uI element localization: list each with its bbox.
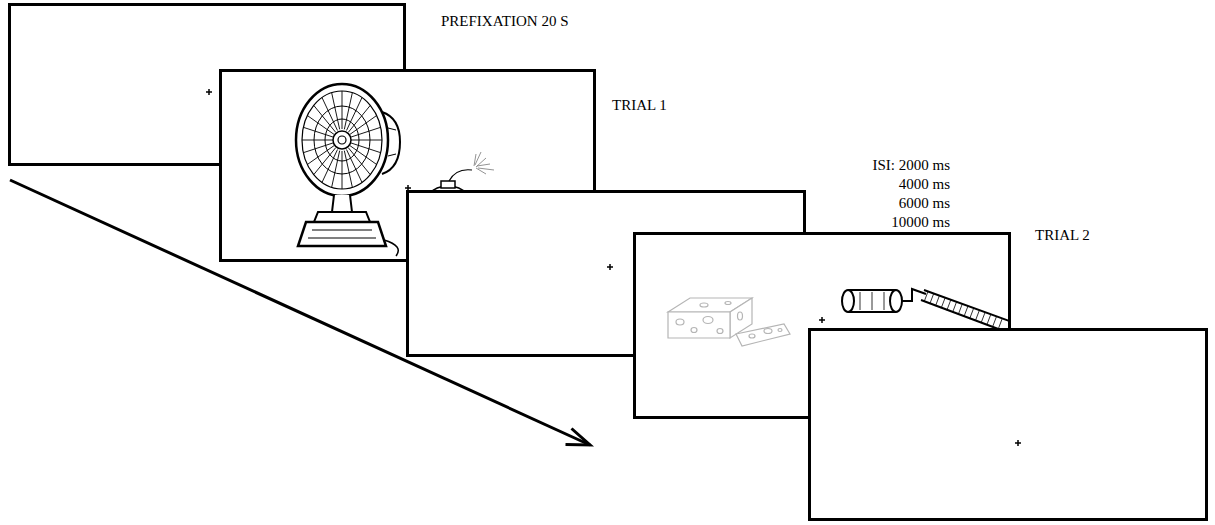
fan-picture-part-part [351,127,381,137]
fan-picture-part-part [342,91,343,129]
roller-picture-part [860,292,884,310]
fan-picture-part-part [307,146,334,165]
fixation-cross [819,317,825,323]
fixation-cross [206,89,212,95]
fan-picture-part-part [332,151,340,188]
fixation-cross [1015,440,1021,446]
fixation-cross-part [821,317,823,323]
fan-picture [296,84,400,256]
bomb-picture-part [449,170,472,181]
fan-picture-part-part [344,151,352,188]
fan-picture-part [314,212,370,222]
fixation-cross-part [609,264,611,270]
fan-picture-part-part [350,116,377,135]
roller-picture-part-part [964,306,968,317]
blank-screen [808,328,1208,521]
fixation-screen-art [811,331,1205,518]
cheese-picture-part [700,303,708,307]
roller-picture-part-part [987,314,991,325]
cheese-picture-part [725,302,731,305]
fixation-cross-part [208,89,210,95]
cheese-picture-part [668,312,730,338]
cheese-picture-part [717,329,723,334]
fan-picture-part [308,230,376,238]
cheese-picture [668,298,790,346]
fixation-cross [607,264,613,270]
roller-picture-part-part [935,296,939,307]
roller-picture-part-part [993,316,997,327]
cheese-picture-part [778,329,782,332]
roller-picture-part-part [981,312,985,323]
fan-picture-part [333,131,351,149]
cheese-picture-part [749,334,755,338]
roller-picture-part [921,290,1008,333]
fan-picture-part [302,91,382,189]
roller-picture [842,289,1008,333]
roller-picture-part-part [924,292,928,303]
fan-picture-part-part [332,93,340,130]
roller-picture-part [890,290,902,312]
cheese-picture-part [738,312,743,320]
cheese-picture-part [736,324,790,346]
fan-picture-part [338,136,346,144]
bomb-picture-part [441,181,455,188]
roller-picture-part-part [930,294,934,305]
screen-label: PREFIXATION 20 S [441,12,569,31]
cheese-picture-part [676,319,684,325]
fan-picture-part-part [351,143,381,153]
fan-picture-part-part [344,93,352,130]
roller-picture-part-part [975,310,979,321]
roller-picture-part [902,289,926,301]
roller-picture-part-part [970,308,974,319]
timeline-head [566,429,591,446]
fan-picture-part [384,240,398,256]
fan-picture-part-part [351,140,382,141]
roller-picture-part-part [958,304,962,315]
roller-picture-part [924,292,1002,329]
fan-picture-part [296,84,388,196]
roller-picture-part [848,290,896,312]
fan-picture-part-part [302,140,333,141]
screen-label: TRIAL 1 [612,96,667,115]
fan-picture-part-part [342,151,343,189]
screen-label: TRIAL 2 [1035,226,1090,245]
fixation-cross-part [1017,440,1019,446]
fan-picture-part [302,91,382,189]
roller-picture-part-part [947,300,951,311]
fan-picture-part-part [303,143,333,153]
fan-picture-part-part [303,127,333,137]
cheese-picture-part [691,328,697,333]
roller-picture-part-part [953,302,957,313]
fan-picture-part-part [347,150,363,183]
fan-picture-part [332,195,352,212]
fan-picture-part [298,222,386,246]
roller-picture-part [842,290,854,312]
fan-picture-part-part [322,98,338,131]
bomb-picture-part [474,152,494,174]
cheese-picture-part [764,329,772,334]
screen-label: ISI: 2000 ms 4000 ms 6000 ms 10000 ms [868,156,950,232]
cheese-picture-part [703,317,713,324]
roller-picture-part-part [941,298,945,309]
